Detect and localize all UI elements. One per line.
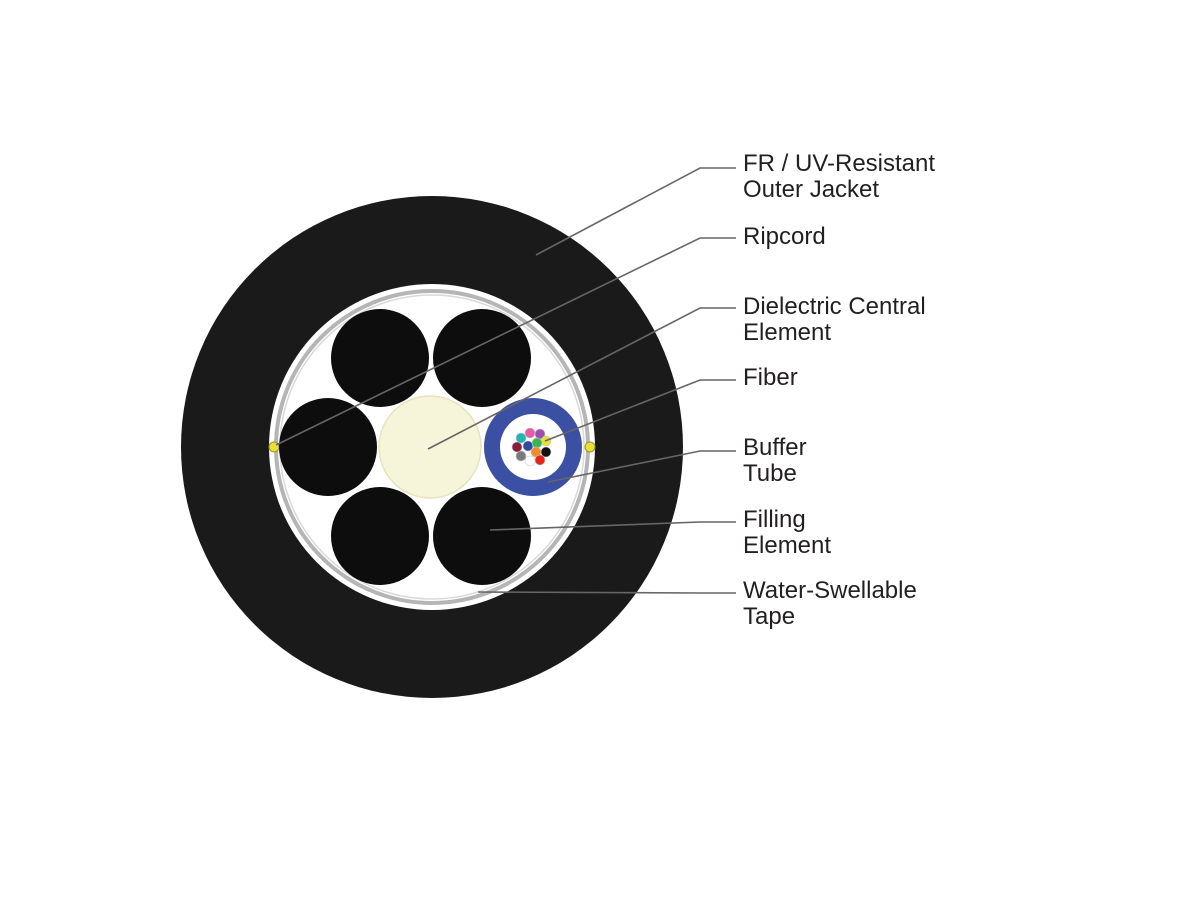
fiber-bundle (511, 427, 552, 467)
fiber (511, 441, 523, 453)
leader-lines (275, 167, 736, 594)
fiber (515, 432, 527, 444)
leader-line-fiber (544, 379, 736, 442)
fiber (515, 450, 527, 462)
leader-line-ripcord (275, 237, 736, 446)
label-filling-element: Filling Element (743, 507, 831, 559)
dielectric-central-element (378, 395, 482, 499)
leader-line-tape (477, 591, 736, 594)
label-buffer-tube: Buffer Tube (743, 435, 807, 487)
label-ripcord: Ripcord (743, 224, 826, 250)
fiber (531, 437, 543, 449)
fiber (524, 427, 536, 439)
leader-line-central-element (427, 307, 736, 450)
label-buffer-tube-line-1: Buffer (743, 434, 807, 461)
label-central-element: Dielectric Central Element (743, 294, 926, 346)
fiber (540, 446, 552, 458)
label-fiber-line-1: Fiber (743, 364, 798, 391)
ripcord-right (584, 441, 596, 453)
label-outer-jacket-line-2: Outer Jacket (743, 176, 880, 203)
fiber (524, 455, 536, 467)
filling-element (433, 487, 531, 585)
label-tape-line-1: Water-Swellable (743, 577, 917, 604)
label-outer-jacket-line-1: FR / UV-Resistant (743, 150, 936, 177)
label-filling-element-line-2: Element (743, 532, 832, 559)
filling-element (331, 487, 429, 585)
filling-element (331, 309, 429, 407)
fiber (534, 454, 546, 466)
label-ripcord-line-1: Ripcord (743, 223, 826, 250)
label-buffer-tube-line-2: Tube (743, 460, 797, 487)
label-central-element-line-2: Element (743, 319, 832, 346)
leader-line-buffer-tube (547, 450, 736, 483)
label-tape: Water-Swellable Tape (743, 578, 917, 630)
filling-element (433, 309, 531, 407)
label-outer-jacket: FR / UV-Resistant Outer Jacket (743, 151, 935, 203)
label-filling-element-line-1: Filling (743, 506, 806, 533)
label-fiber: Fiber (743, 365, 798, 391)
filling-element (279, 398, 377, 496)
leader-line-filling-element (489, 521, 736, 531)
leader-line-outer-jacket (535, 167, 736, 256)
label-central-element-line-1: Dielectric Central (743, 293, 926, 320)
label-tape-line-2: Tape (743, 603, 796, 630)
